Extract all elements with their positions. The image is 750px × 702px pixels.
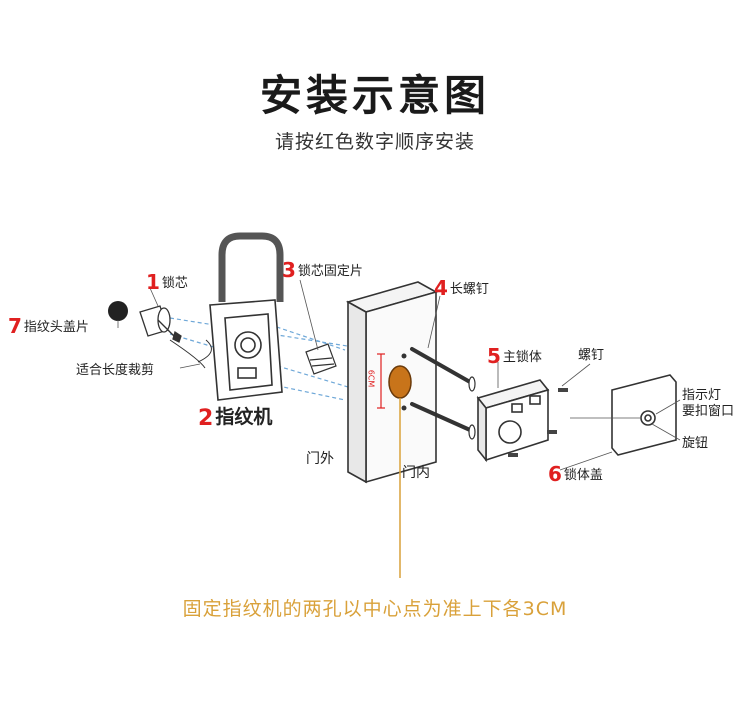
label-6cm: 6CM	[366, 369, 376, 388]
label-knob: 旋钮	[682, 436, 709, 451]
label-indicator-line1: 指示灯	[682, 388, 722, 403]
long-screw-icon	[410, 347, 472, 432]
installation-note: 固定指纹机的两孔以中心点为准上下各3CM	[182, 598, 568, 620]
lock-core-plate-icon	[305, 343, 337, 375]
page-title: 安装示意图	[259, 71, 490, 120]
lock-core-icon	[139, 305, 182, 343]
trim-cable	[169, 339, 206, 369]
page-subtitle: 请按红色数字顺序安装	[274, 131, 475, 153]
door-hole	[388, 365, 412, 399]
label-screw: 螺钉	[578, 348, 605, 363]
fingerprint-cap-icon	[108, 301, 128, 321]
main-lock-body-icon	[476, 379, 550, 463]
label-trim: 适合长度裁剪	[76, 363, 155, 378]
label-door-inside: 门内	[402, 465, 430, 481]
fingerprint-device-icon	[197, 232, 284, 401]
leader-lines	[117, 279, 681, 471]
dimension-6cm	[377, 353, 385, 409]
label-door-outside: 门外	[306, 451, 334, 467]
screw-icon	[508, 388, 568, 457]
lock-body-cover-icon	[611, 374, 677, 456]
label-indicator-line2: 要扣窗口	[682, 404, 735, 419]
